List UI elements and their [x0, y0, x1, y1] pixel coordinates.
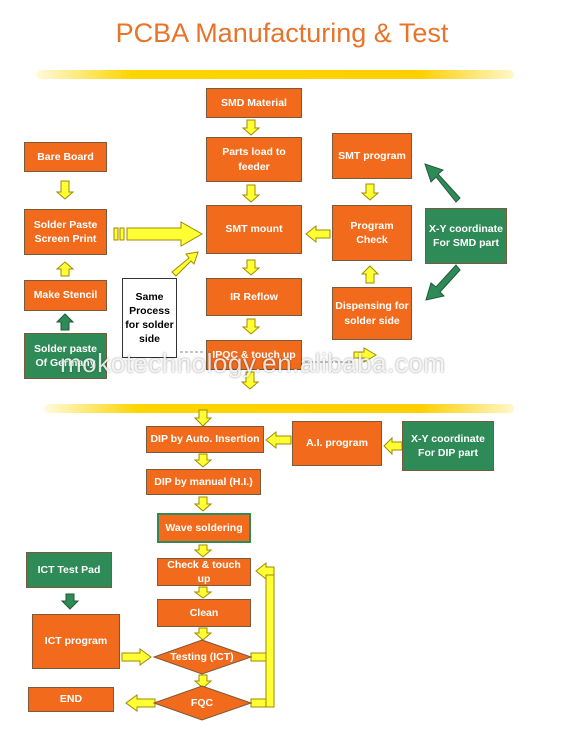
node-xy-dip: X-Y coordinate For DIP part [402, 421, 494, 471]
arrow-smd-to-parts [241, 119, 261, 136]
arrow-disp-to-check [360, 265, 380, 284]
node-dip-auto: DIP by Auto. Insertion [146, 426, 264, 453]
node-solder-paste-print: Solder Paste Screen Print [24, 209, 107, 255]
arrow-germany-to-stencil [55, 313, 75, 331]
arrow-ipqc-down [240, 371, 260, 390]
arrow-xy-to-disp [425, 264, 461, 301]
arrow-loop-to-check [255, 561, 275, 581]
arrow-mount-to-reflow [241, 259, 261, 276]
page-title: PCBA Manufacturing & Test [115, 18, 449, 48]
arrow-xy-to-smtprog [424, 163, 461, 203]
node-smt-program: SMT program [332, 133, 412, 179]
arrow-bare-to-paste [55, 180, 75, 200]
node-same-process: Same Process for solder side [122, 278, 177, 358]
arrow-parts-to-mount [241, 184, 261, 203]
watermark: mokotechnology.en.alibaba.com [60, 348, 446, 378]
node-end: END [28, 687, 114, 712]
arrow-tick-2 [119, 227, 125, 241]
diamond-testing-ict [152, 639, 253, 675]
arrow-smtprog-to-check [360, 183, 380, 201]
arrow-disp-to-ipqc [353, 347, 377, 363]
arrow-testing-to-fqc [193, 674, 213, 689]
arrow-ictpad-to-ictprog [60, 593, 80, 610]
node-wave-soldering: Wave soldering [157, 513, 251, 543]
arrow-wave-to-check [193, 544, 213, 558]
arrow-paste-to-mount [126, 221, 204, 247]
label-testing-ict: Testing (ICT) [170, 650, 234, 663]
arrow-xydip-to-ai [383, 436, 403, 456]
highlight-stroke-middle [44, 404, 514, 413]
arrow-dipauto-to-manual [193, 453, 213, 468]
node-solder-paste-germany: Solder paste Of Germany [24, 333, 107, 379]
node-xy-smd: X-Y coordinate For SMD part [425, 208, 507, 264]
node-smt-mount: SMT mount [206, 205, 302, 254]
node-dip-manual: DIP by manual (H.I.) [146, 469, 261, 495]
arrow-stencil-to-paste [55, 261, 75, 277]
arrow-testing-loop [250, 652, 267, 662]
label-fqc: FQC [190, 696, 214, 709]
arrow-ictprog-to-testing [121, 648, 152, 666]
node-dispensing: Dispensing for solder side [332, 287, 412, 340]
arrow-reflow-to-ipqc [241, 318, 261, 335]
node-program-check: Program Check [332, 205, 412, 261]
highlight-stroke-top [36, 70, 514, 79]
arrow-to-dip-auto [193, 409, 213, 427]
node-make-stencil: Make Stencil [24, 280, 107, 311]
node-check-touch: Check & touch up [157, 558, 251, 586]
node-ipqc: IPQC & touch up [206, 340, 302, 370]
node-smd-material: SMD Material [206, 88, 302, 118]
arrow-clean-to-testing [193, 627, 213, 641]
arrow-tick-1 [113, 227, 119, 241]
node-clean: Clean [157, 599, 251, 627]
node-parts-load: Parts load to feeder [206, 137, 302, 182]
diamond-fqc [152, 685, 253, 721]
arrow-manual-to-wave [193, 496, 213, 512]
node-ai-program: A.I. program [292, 421, 382, 466]
node-ict-test-pad: ICT Test Pad [26, 552, 112, 588]
arrow-loop-vertical [265, 574, 275, 708]
arrow-same-to-mount [171, 251, 199, 277]
arrow-fqc-to-end [125, 694, 156, 712]
node-ir-reflow: IR Reflow [206, 278, 302, 316]
node-ict-program: ICT program [32, 614, 120, 669]
arrow-check-to-mount [305, 224, 331, 244]
arrow-ai-to-dip [265, 430, 292, 450]
node-bare-board: Bare Board [24, 142, 107, 172]
arrow-check-to-clean [193, 586, 213, 599]
